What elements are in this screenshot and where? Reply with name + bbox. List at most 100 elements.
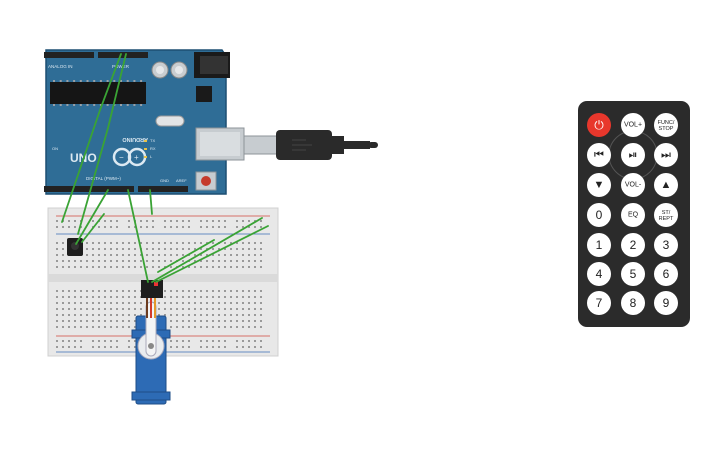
breadboard-hole[interactable] — [248, 260, 250, 262]
breadboard-hole[interactable] — [164, 302, 166, 304]
breadboard-hole[interactable] — [56, 302, 58, 304]
breadboard-hole[interactable] — [248, 254, 250, 256]
breadboard-hole[interactable] — [236, 296, 238, 298]
breadboard-hole[interactable] — [254, 320, 256, 322]
breadboard-hole[interactable] — [182, 260, 184, 262]
rail-hole[interactable] — [176, 226, 178, 228]
breadboard-hole[interactable] — [134, 296, 136, 298]
breadboard-hole[interactable] — [170, 296, 172, 298]
breadboard-hole[interactable] — [134, 266, 136, 268]
breadboard-hole[interactable] — [218, 248, 220, 250]
breadboard-hole[interactable] — [74, 266, 76, 268]
breadboard-hole[interactable] — [122, 248, 124, 250]
breadboard-hole[interactable] — [230, 326, 232, 328]
breadboard-hole[interactable] — [122, 266, 124, 268]
breadboard-hole[interactable] — [110, 308, 112, 310]
breadboard-hole[interactable] — [122, 308, 124, 310]
breadboard-hole[interactable] — [56, 260, 58, 262]
breadboard-hole[interactable] — [122, 260, 124, 262]
breadboard-hole[interactable] — [116, 242, 118, 244]
breadboard-hole[interactable] — [254, 266, 256, 268]
breadboard-hole[interactable] — [260, 308, 262, 310]
breadboard-hole[interactable] — [128, 260, 130, 262]
breadboard-hole[interactable] — [236, 302, 238, 304]
breadboard-hole[interactable] — [212, 290, 214, 292]
breadboard-hole[interactable] — [98, 296, 100, 298]
remote-button-vol-[interactable]: VOL+ — [621, 113, 645, 137]
rail-hole[interactable] — [170, 346, 172, 348]
rail-hole[interactable] — [68, 340, 70, 342]
breadboard-hole[interactable] — [188, 296, 190, 298]
rail-hole[interactable] — [218, 226, 220, 228]
breadboard-hole[interactable] — [104, 296, 106, 298]
remote-button-3[interactable]: 3 — [654, 233, 678, 257]
rail-hole[interactable] — [98, 346, 100, 348]
breadboard-hole[interactable] — [56, 326, 58, 328]
breadboard-hole[interactable] — [212, 242, 214, 244]
breadboard-hole[interactable] — [56, 266, 58, 268]
breadboard-hole[interactable] — [230, 248, 232, 250]
rail-hole[interactable] — [260, 346, 262, 348]
breadboard-hole[interactable] — [194, 320, 196, 322]
breadboard-hole[interactable] — [68, 326, 70, 328]
breadboard-hole[interactable] — [218, 296, 220, 298]
breadboard-hole[interactable] — [224, 296, 226, 298]
breadboard-hole[interactable] — [62, 314, 64, 316]
breadboard-hole[interactable] — [260, 296, 262, 298]
rail-hole[interactable] — [248, 220, 250, 222]
rail-hole[interactable] — [200, 226, 202, 228]
rail-hole[interactable] — [182, 226, 184, 228]
rail-hole[interactable] — [116, 226, 118, 228]
breadboard-hole[interactable] — [56, 296, 58, 298]
breadboard-hole[interactable] — [188, 326, 190, 328]
breadboard-hole[interactable] — [218, 320, 220, 322]
breadboard-hole[interactable] — [56, 242, 58, 244]
remote-up-button[interactable]: ▲ — [654, 173, 678, 197]
breadboard-hole[interactable] — [212, 308, 214, 310]
breadboard-hole[interactable] — [62, 260, 64, 262]
breadboard-hole[interactable] — [158, 248, 160, 250]
breadboard-hole[interactable] — [56, 290, 58, 292]
breadboard-hole[interactable] — [200, 242, 202, 244]
breadboard-hole[interactable] — [92, 242, 94, 244]
breadboard-hole[interactable] — [236, 248, 238, 250]
breadboard-hole[interactable] — [86, 242, 88, 244]
rail-hole[interactable] — [236, 340, 238, 342]
remote-prev-button[interactable]: ⏮ — [587, 143, 611, 167]
breadboard-hole[interactable] — [110, 242, 112, 244]
rail-hole[interactable] — [212, 220, 214, 222]
rail-hole[interactable] — [134, 340, 136, 342]
breadboard-hole[interactable] — [98, 308, 100, 310]
rail-hole[interactable] — [200, 220, 202, 222]
rail-hole[interactable] — [56, 340, 58, 342]
breadboard-hole[interactable] — [134, 314, 136, 316]
breadboard-hole[interactable] — [140, 242, 142, 244]
remote-button-0[interactable]: 0 — [587, 203, 611, 227]
rail-hole[interactable] — [260, 226, 262, 228]
rail-hole[interactable] — [260, 220, 262, 222]
breadboard-hole[interactable] — [74, 308, 76, 310]
breadboard-hole[interactable] — [176, 248, 178, 250]
breadboard-hole[interactable] — [182, 296, 184, 298]
remote-button-func-stop[interactable]: FUNC/STOP — [654, 113, 678, 137]
breadboard-hole[interactable] — [98, 302, 100, 304]
breadboard-hole[interactable] — [98, 320, 100, 322]
breadboard-hole[interactable] — [62, 302, 64, 304]
breadboard-hole[interactable] — [248, 296, 250, 298]
breadboard-hole[interactable] — [224, 290, 226, 292]
rail-hole[interactable] — [92, 220, 94, 222]
breadboard-hole[interactable] — [206, 266, 208, 268]
rail-hole[interactable] — [254, 340, 256, 342]
breadboard-hole[interactable] — [248, 302, 250, 304]
rail-hole[interactable] — [236, 226, 238, 228]
rail-hole[interactable] — [200, 346, 202, 348]
breadboard-hole[interactable] — [104, 266, 106, 268]
breadboard-hole[interactable] — [242, 260, 244, 262]
breadboard-hole[interactable] — [62, 266, 64, 268]
rail-hole[interactable] — [182, 346, 184, 348]
breadboard-hole[interactable] — [86, 254, 88, 256]
wire-gnd-left[interactable] — [149, 189, 153, 215]
breadboard-hole[interactable] — [194, 254, 196, 256]
breadboard-hole[interactable] — [92, 254, 94, 256]
rail-hole[interactable] — [74, 346, 76, 348]
